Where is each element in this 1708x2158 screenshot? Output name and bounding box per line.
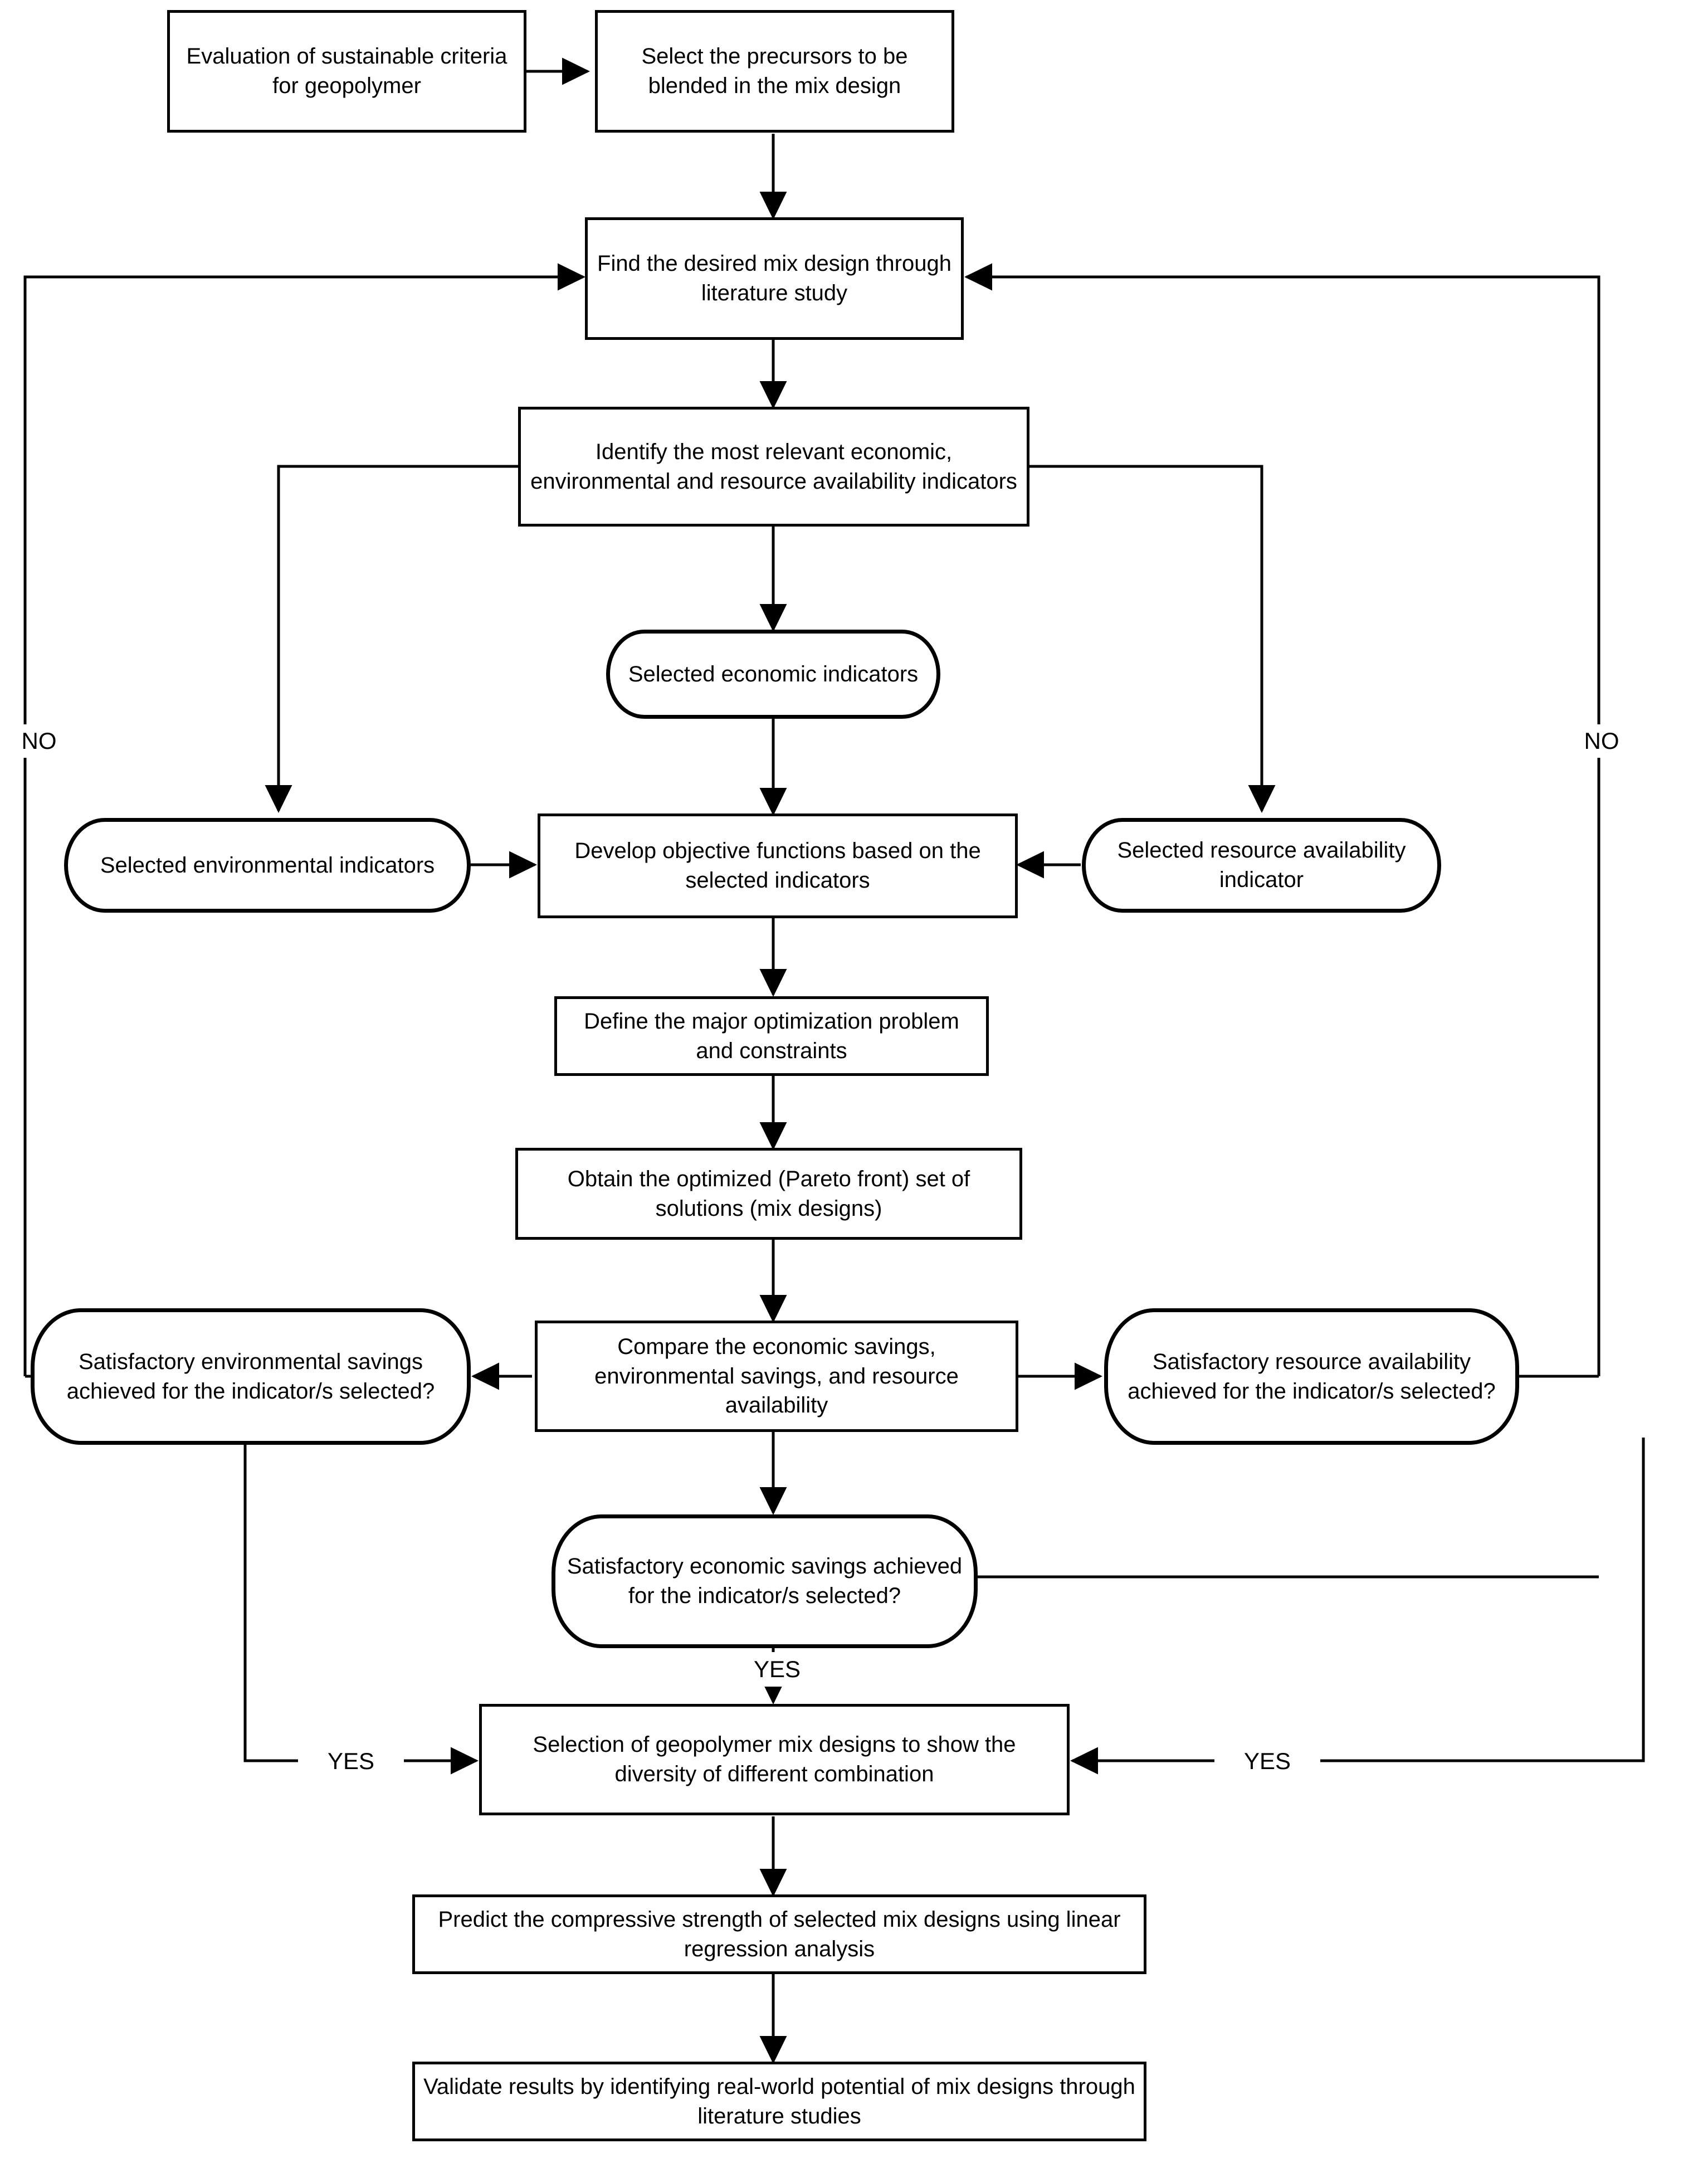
edge-n4-n6 xyxy=(265,465,519,813)
node-find-mix-design[interactable]: Find the desired mix design through lite… xyxy=(585,217,964,340)
node-obtain-pareto-solutions[interactable]: Obtain the optimized (Pareto front) set … xyxy=(515,1148,1022,1240)
node-label: Satisfactory resource availability achie… xyxy=(1128,1349,1496,1404)
node-label: Select the precursors to be blended in t… xyxy=(641,44,908,98)
node-validate-results[interactable]: Validate results by identifying real-wor… xyxy=(412,2062,1146,2141)
edge-n13-yes-to-n15 xyxy=(1070,1438,1645,1775)
edge-label-no-left: NO xyxy=(3,724,75,758)
node-selected-resource-availability-indicator[interactable]: Selected resource availability indicator xyxy=(1082,818,1441,913)
node-label: Selected resource availability indicator xyxy=(1117,838,1406,892)
edge-label-text: YES xyxy=(753,1656,801,1682)
edge-n4-n8 xyxy=(1028,465,1276,813)
node-selection-mix-designs[interactable]: Selection of geopolymer mix designs to s… xyxy=(479,1704,1070,1815)
edge-label-no-right: NO xyxy=(1565,724,1638,758)
node-selected-environmental-indicators[interactable]: Selected environmental indicators xyxy=(64,818,471,913)
edge-n11-yes-to-n15 xyxy=(243,1438,479,1775)
node-label: Identify the most relevant economic, env… xyxy=(530,439,1017,494)
edge-n13-no-to-n3 xyxy=(964,263,1600,1376)
node-develop-objective-functions[interactable]: Develop objective functions based on the… xyxy=(538,813,1018,918)
node-label: Evaluation of sustainable criteria for g… xyxy=(186,44,507,98)
node-select-precursors[interactable]: Select the precursors to be blended in t… xyxy=(595,10,954,133)
node-label: Find the desired mix design through lite… xyxy=(597,251,951,305)
node-selected-economic-indicators[interactable]: Selected economic indicators xyxy=(606,630,940,719)
node-define-optimization-problem[interactable]: Define the major optimization problem an… xyxy=(554,996,989,1076)
node-label: Validate results by identifying real-wor… xyxy=(423,2074,1135,2128)
node-label: Satisfactory environmental savings achie… xyxy=(66,1349,435,1404)
node-evaluation-criteria[interactable]: Evaluation of sustainable criteria for g… xyxy=(167,10,526,133)
node-compare-savings[interactable]: Compare the economic savings, environmen… xyxy=(535,1321,1018,1432)
node-satisfactory-environmental-decision[interactable]: Satisfactory environmental savings achie… xyxy=(31,1308,471,1445)
edge-label-text: NO xyxy=(21,728,57,754)
node-label: Selection of geopolymer mix designs to s… xyxy=(533,1732,1016,1786)
node-satisfactory-resource-decision[interactable]: Satisfactory resource availability achie… xyxy=(1104,1308,1519,1445)
node-satisfactory-economic-decision[interactable]: Satisfactory economic savings achieved f… xyxy=(552,1514,978,1648)
node-identify-indicators[interactable]: Identify the most relevant economic, env… xyxy=(518,407,1029,527)
node-label: Obtain the optimized (Pareto front) set … xyxy=(567,1166,970,1221)
edge-label-yes-center: YES xyxy=(724,1652,830,1687)
node-label: Selected environmental indicators xyxy=(100,853,435,878)
node-label: Compare the economic savings, environmen… xyxy=(594,1334,959,1418)
node-predict-compressive-strength[interactable]: Predict the compressive strength of sele… xyxy=(412,1894,1146,1974)
edge-label-yes-right: YES xyxy=(1214,1744,1320,1779)
edge-label-yes-left: YES xyxy=(298,1744,404,1779)
node-label: Develop objective functions based on the… xyxy=(574,839,981,893)
edge-label-text: YES xyxy=(327,1748,375,1774)
edge-label-text: YES xyxy=(1243,1748,1291,1774)
node-label: Predict the compressive strength of sele… xyxy=(438,1907,1121,1961)
node-label: Define the major optimization problem an… xyxy=(584,1009,959,1063)
edge-n11-no-to-n3 xyxy=(23,263,586,1376)
node-label: Satisfactory economic savings achieved f… xyxy=(567,1554,963,1608)
node-label: Selected economic indicators xyxy=(628,661,919,686)
edge-label-text: NO xyxy=(1584,728,1619,754)
